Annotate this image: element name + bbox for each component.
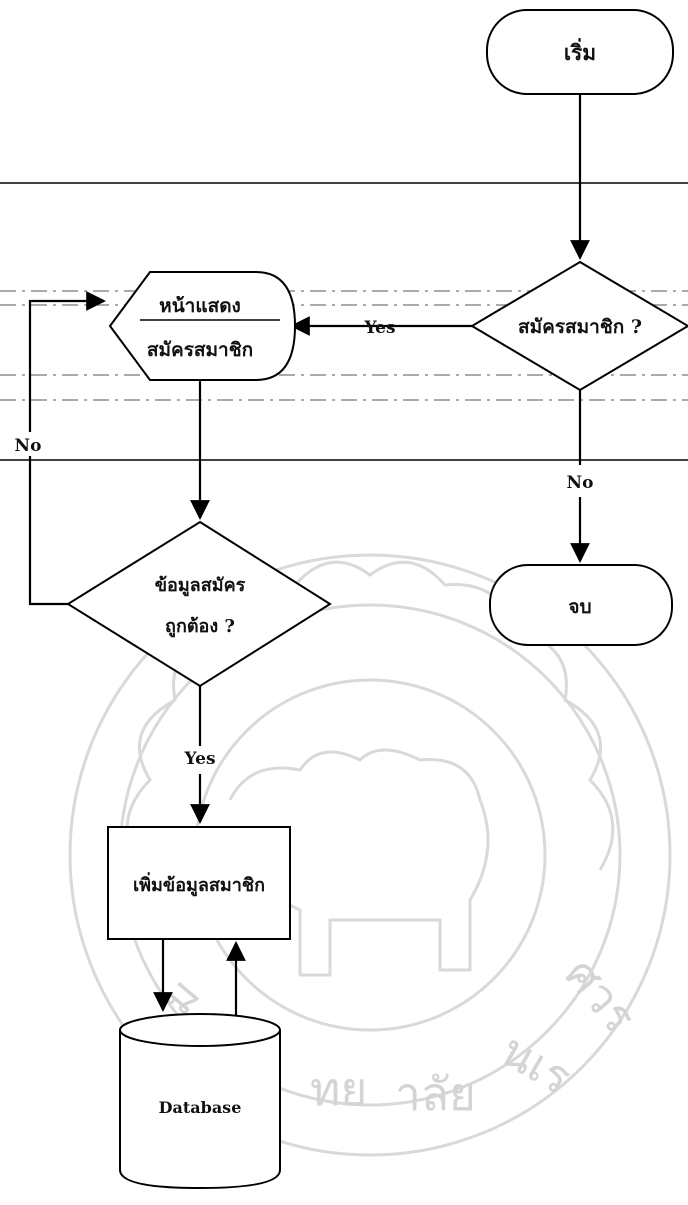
svg-text:ทย: ทย — [310, 1062, 367, 1116]
database-label: Database — [159, 1098, 242, 1117]
process-add-member-label: เพิ่มข้อมูลสมาชิก — [133, 872, 265, 897]
edge-label-no-valid: No — [15, 436, 42, 456]
edge-label-no-register: No — [567, 473, 594, 493]
database-cylinder — [119, 1013, 281, 1190]
svg-text:ศวร: ศวร — [554, 947, 647, 1043]
edge-label-yes-valid: Yes — [183, 749, 215, 769]
edge-label-yes-register: Yes — [363, 318, 395, 338]
end-label: จบ — [568, 596, 591, 618]
display-label-line2: สมัครสมาชิก — [147, 339, 253, 361]
decision-register-label: สมัครสมาชิก ? — [518, 316, 642, 338]
decision-valid-label-line1: ข้อมูลสมัคร — [155, 575, 246, 597]
no-label-bg — [8, 432, 48, 456]
start-label: เริ่ม — [564, 37, 596, 65]
svg-text:าลัย: าลัย — [395, 1067, 476, 1121]
decision-valid-label-line2: ถูกต้อง ? — [165, 616, 235, 638]
process-add-member — [107, 826, 291, 940]
svg-text:นเร: นเร — [492, 1023, 581, 1106]
end-terminator — [489, 564, 673, 646]
decision-valid — [66, 520, 332, 688]
display-shape — [108, 271, 297, 381]
display-label-line1: หน้าแสดง — [159, 295, 241, 317]
